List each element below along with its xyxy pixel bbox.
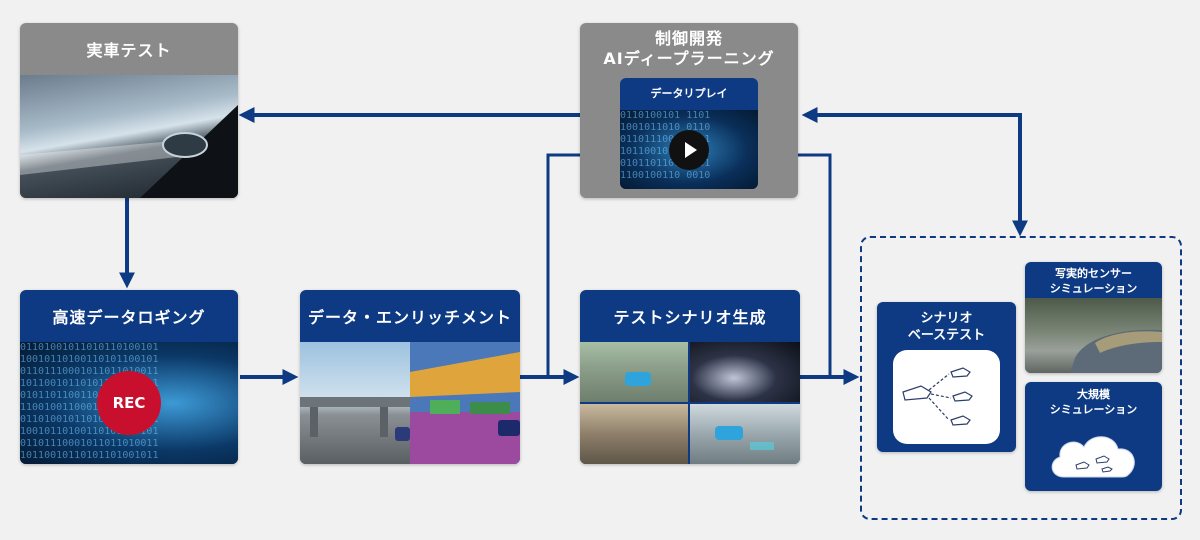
photoreal-sensor-image [1025, 298, 1162, 373]
data-enrichment-title: データ・エンリッチメント [307, 308, 512, 327]
high-speed-logging-title: 高速データロギング [52, 308, 206, 327]
scenario-based-title-line1: シナリオ [920, 311, 973, 326]
data-replay-image: 0110100101 1101 1001011010 0110 01101110… [620, 110, 758, 189]
large-scale-title-line2: シミュレーション [1049, 403, 1138, 416]
photoreal-sensor-sim-card: 写実的センサー シミュレーション [1025, 262, 1162, 373]
control-dev-title-line1: 制御開発 [654, 29, 723, 48]
data-replay-card: データリプレイ 0110100101 1101 1001011010 0110 … [620, 78, 758, 189]
test-scenario-card: テストシナリオ生成 [580, 290, 800, 464]
test-scenario-title: テストシナリオ生成 [613, 308, 767, 327]
simulation-group-box [860, 236, 1182, 520]
data-replay-title: データリプレイ [650, 87, 728, 100]
large-scale-sim-title: 大規模 シミュレーション [1025, 382, 1162, 417]
scenario-image-3 [580, 404, 688, 464]
cloud-icon [1051, 436, 1135, 478]
control-dev-card: 制御開発 AIディープラーニング データリプレイ 0110100101 1101… [580, 23, 798, 198]
real-car-test-image [20, 75, 238, 198]
photoreal-title-line1: 写実的センサー [1055, 267, 1132, 280]
scenario-image-4 [690, 404, 800, 464]
scenario-image-1 [580, 342, 688, 402]
large-scale-sim-card: 大規模 シミュレーション [1025, 382, 1162, 491]
arrow-ai-simulation-bidirectional [801, 107, 1028, 237]
high-speed-logging-image: 01101001011010110100101 1001011010011010… [20, 342, 238, 464]
car-icon [902, 367, 973, 426]
real-car-test-card: 実車テスト [20, 23, 238, 198]
play-icon[interactable] [669, 130, 709, 170]
data-enrichment-photo [300, 342, 410, 464]
scenario-based-test-card: シナリオ ベーステスト [877, 302, 1016, 452]
scenario-based-illustration [893, 350, 1000, 444]
photoreal-title-line2: シミュレーション [1049, 282, 1138, 295]
photoreal-sensor-sim-title: 写実的センサー シミュレーション [1025, 262, 1162, 296]
high-speed-logging-card: 高速データロギング 01101001011010110100101 100101… [20, 290, 238, 464]
control-dev-title: 制御開発 AIディープラーニング [580, 23, 798, 75]
car-icon [20, 105, 238, 198]
data-enrichment-segmentation [410, 342, 520, 464]
scenario-based-test-title: シナリオ ベーステスト [877, 302, 1016, 344]
large-scale-title-line1: 大規模 [1077, 388, 1110, 401]
scenario-image-2 [690, 342, 800, 402]
data-enrichment-card: データ・エンリッチメント [300, 290, 520, 464]
control-dev-title-line2: AIディープラーニング [603, 49, 775, 68]
rec-button[interactable]: REC [97, 371, 161, 435]
scenario-based-title-line2: ベーステスト [907, 328, 986, 343]
real-car-test-title: 実車テスト [86, 41, 172, 60]
